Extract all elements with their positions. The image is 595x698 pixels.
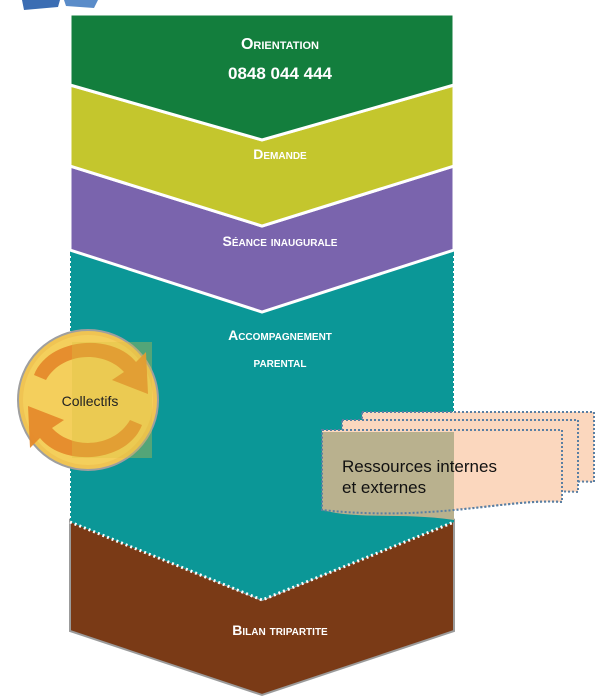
step-accompagnement-dotted-border (69, 520, 455, 602)
cycle-arrow-bottom-icon (28, 406, 142, 458)
step-orientation-shape (68, 12, 456, 142)
collectifs-circle (17, 329, 159, 471)
step-demande-label: Demande (253, 146, 307, 162)
ressources-label-line2: et externes (342, 478, 427, 497)
ressources-label-line1: Ressources internes (342, 457, 497, 476)
step-accompagnement-label-line1: Accompagnement (228, 327, 332, 343)
cycle-arrow-top-icon (34, 342, 148, 394)
logo-fragment (22, 0, 98, 10)
ressources-stack (321, 411, 595, 520)
step-orientation-label: Orientation (240, 36, 320, 53)
orientation-phone-number: 0848 044 444 (228, 64, 332, 83)
step-seance-label: Séance inaugurale (222, 233, 338, 249)
collectifs-label: Collectifs (61, 393, 119, 409)
step-accompagnement-label-line2: parental (253, 354, 307, 370)
step-bilan-label: Bilan tripartite (232, 622, 328, 638)
ressources-label: Ressources internes et externes (342, 456, 497, 498)
